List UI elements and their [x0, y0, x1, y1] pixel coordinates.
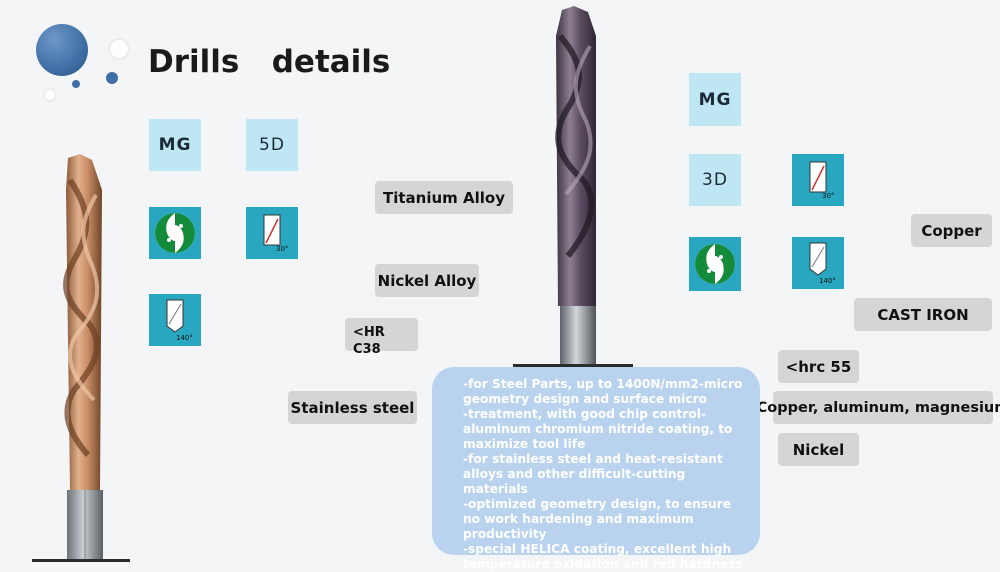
material-label-nickel: Nickel: [778, 433, 859, 466]
decor-dot-white-large: [110, 40, 128, 58]
helix-30-icon: 30°: [809, 161, 834, 200]
type-code-tile-right: MG: [689, 73, 741, 126]
decor-dot-white-small: [45, 90, 55, 100]
svg-text:140°: 140°: [176, 334, 193, 342]
helix-30-icon: 30°: [263, 214, 288, 253]
material-label-cast-iron: CAST IRON: [854, 298, 992, 331]
point-angle-tile-left: 140°: [149, 294, 201, 346]
page-title: Drills details: [148, 44, 391, 80]
drill-stand-left: [32, 559, 130, 562]
hardness-label-right: <hrc 55: [778, 350, 859, 383]
svg-text:30°: 30°: [276, 245, 288, 253]
flute-cross-section-icon: [695, 244, 735, 284]
feature-line: -special HELICA coating, excellent high …: [463, 542, 743, 571]
material-label-copper: Copper: [911, 214, 992, 247]
drill-stand-right: [513, 364, 633, 367]
feature-line: -for stainless steel and heat-resistant …: [463, 452, 723, 496]
length-code-tile-right: 3D: [689, 154, 741, 206]
feature-line: -treatment, with good chip control-alumi…: [463, 407, 733, 451]
point-140-icon: 140°: [166, 299, 193, 342]
length-code-tile-left: 5D: [246, 119, 298, 171]
flute-icon-tile-left: [149, 207, 201, 259]
svg-text:30°: 30°: [822, 192, 834, 200]
flute-icon-tile-right: [689, 237, 741, 291]
decor-dot-blue-tiny: [72, 80, 80, 88]
material-label-nickel-alloy: Nickel Alloy: [375, 264, 479, 297]
material-label-copper-aluminum-magnesium: Copper, aluminum, magnesium: [757, 391, 1000, 424]
drill-image-purple: [555, 6, 596, 364]
material-label-stainless: Stainless steel: [288, 391, 417, 424]
decor-dot-blue-small: [106, 72, 118, 84]
flute-cross-section-icon: [155, 213, 195, 253]
feature-line: -for Steel Parts, up to 1400N/mm2-micro …: [463, 377, 743, 406]
feature-line: -optimized geometry design, to ensure no…: [463, 497, 732, 541]
decor-dot-large: [36, 24, 88, 76]
svg-text:140°: 140°: [819, 277, 836, 285]
material-label-titanium: Titanium Alloy: [375, 181, 513, 214]
helix-angle-tile-left: 30°: [246, 207, 298, 259]
point-angle-tile-right: 140°: [792, 237, 844, 289]
hardness-label-left: <HRC38: [345, 318, 418, 357]
type-code-tile-left: MG: [149, 119, 201, 171]
feature-description-box: -for Steel Parts, up to 1400N/mm2-micro …: [432, 367, 760, 571]
drill-image-bronze: [63, 154, 103, 560]
helix-angle-tile-right: 30°: [792, 154, 844, 206]
point-140-icon: 140°: [809, 242, 836, 285]
